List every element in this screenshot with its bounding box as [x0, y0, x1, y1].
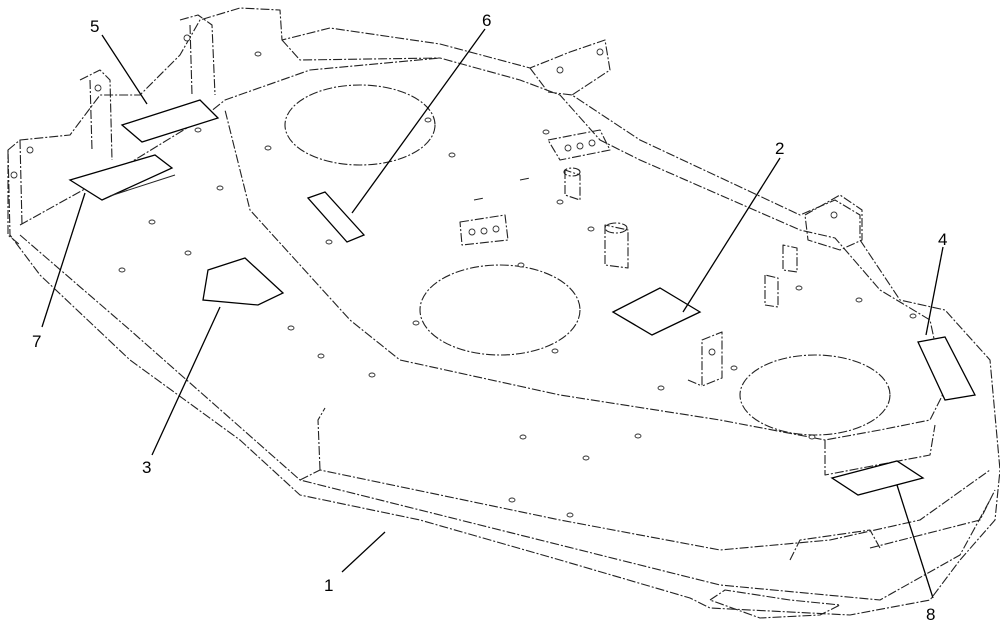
leader-lines — [41, 28, 944, 599]
mounting-holes — [10, 34, 917, 518]
decal-3 — [202, 257, 285, 306]
callout-4: 4 — [938, 230, 947, 249]
rear-blade-opening — [284, 84, 436, 166]
right-blade-opening — [739, 354, 891, 436]
decal-7 — [68, 154, 174, 201]
decal-2 — [611, 287, 702, 336]
leader-3 — [151, 306, 221, 456]
callout-2: 2 — [775, 139, 784, 158]
callout-6: 6 — [482, 11, 491, 30]
callout-7: 7 — [32, 332, 41, 351]
callout-8: 8 — [926, 605, 935, 624]
leader-4 — [925, 246, 944, 336]
leader-1 — [341, 531, 386, 573]
decal-4 — [917, 336, 976, 401]
leader-6 — [351, 28, 486, 214]
decal-6 — [306, 191, 366, 243]
decals — [68, 99, 976, 496]
callout-1: 1 — [324, 576, 333, 595]
decal-8 — [830, 460, 925, 496]
decal-5 — [120, 99, 220, 143]
mower-deck-outline — [7, 7, 1000, 619]
leader-7 — [41, 192, 86, 328]
leader-2 — [682, 157, 781, 313]
leader-5 — [101, 34, 148, 105]
callout-3: 3 — [142, 458, 151, 477]
callout-labels: 1 2 3 4 5 6 7 8 — [32, 11, 947, 624]
center-blade-opening — [419, 264, 581, 356]
blade-openings — [284, 84, 891, 436]
leader-8 — [896, 484, 934, 599]
deck-fittings — [459, 129, 798, 387]
callout-5: 5 — [90, 17, 99, 36]
